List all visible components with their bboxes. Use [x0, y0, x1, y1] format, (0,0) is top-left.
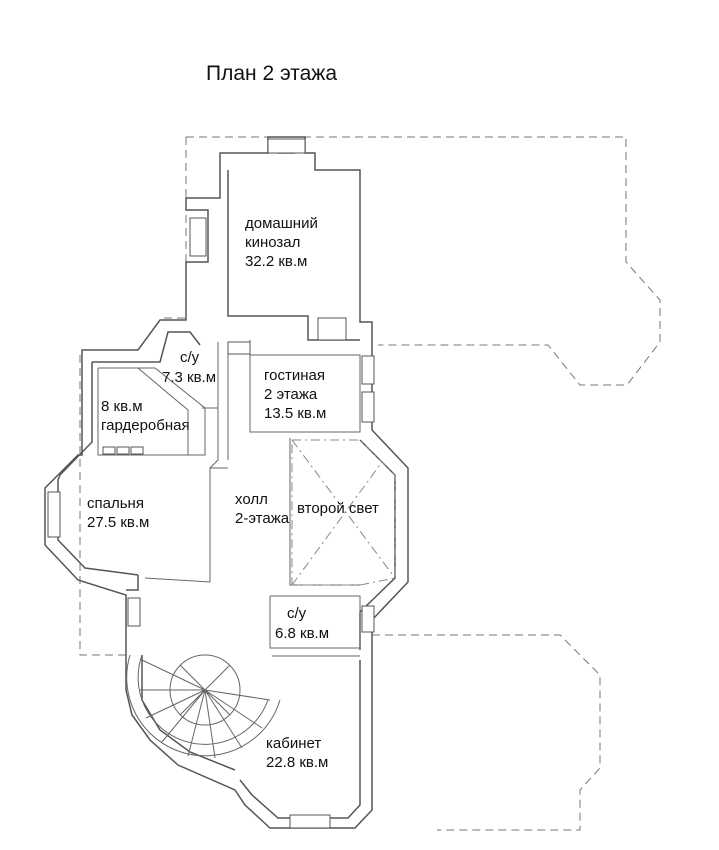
room-area-wc-bottom: 6.8 кв.м	[275, 624, 329, 643]
second-light-name: второй свет	[297, 500, 379, 517]
hall-name-line1: холл	[235, 491, 268, 508]
room-label-cinema: домашний кинозал 32.2 кв.м	[245, 214, 318, 271]
cinema-area: 32.2 кв.м	[245, 253, 308, 270]
wc-top-name: с/у	[180, 349, 200, 366]
bedroom-name: спальня	[87, 495, 144, 512]
wc-bottom-name: с/у	[287, 605, 307, 622]
room-label-wardrobe: 8 кв.м гардеробная	[101, 397, 190, 435]
room-label-second-light: второй свет	[297, 499, 379, 518]
lower-floor-dashed-outline	[79, 136, 661, 831]
spiral-staircase	[126, 654, 281, 759]
living-name-line2: 2 этажа	[264, 386, 318, 403]
living-name-line1: гостиная	[264, 367, 325, 384]
wardrobe-area: 8 кв.м	[101, 398, 143, 415]
cinema-name-line1: домашний	[245, 215, 318, 232]
room-label-wc-bottom: с/у	[287, 604, 306, 623]
room-label-office: кабинет 22.8 кв.м	[266, 734, 328, 772]
room-area-wc-top: 7.3 кв.м	[162, 368, 216, 387]
room-label-hall: холл 2-этажа	[235, 490, 289, 528]
office-name: кабинет	[266, 735, 322, 752]
room-label-living: гостиная 2 этажа 13.5 кв.м	[264, 366, 326, 423]
wc-bottom-area: 6.8 кв.м	[275, 625, 330, 642]
second-light-void	[291, 439, 396, 586]
bedroom-area: 27.5 кв.м	[87, 514, 150, 531]
office-area: 22.8 кв.м	[266, 754, 329, 771]
wc-top-area: 7.3 кв.м	[162, 369, 217, 386]
wardrobe-name: гардеробная	[101, 417, 190, 434]
page-title: План 2 этажа	[206, 62, 338, 85]
outer-wall	[44, 136, 409, 829]
hall-name-line2: 2-этажа	[235, 510, 290, 527]
windows	[47, 138, 375, 829]
cinema-name-line2: кинозал	[245, 234, 301, 251]
living-area: 13.5 кв.м	[264, 405, 327, 422]
room-label-wc-top: с/у	[180, 348, 199, 367]
room-label-bedroom: спальня 27.5 кв.м	[87, 494, 149, 532]
